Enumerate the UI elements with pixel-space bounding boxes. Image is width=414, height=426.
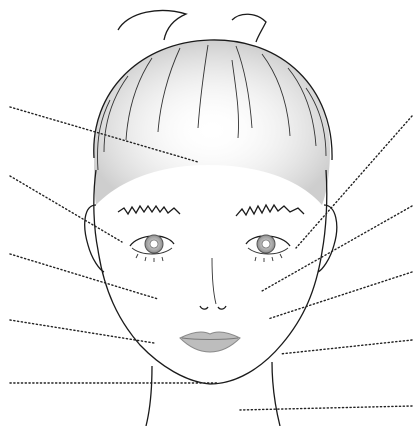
leader-line-cheek-lower-right: [268, 272, 412, 319]
leader-line-jaw-right: [280, 340, 412, 354]
leader-line-neck-right: [240, 406, 412, 410]
hair: [94, 40, 332, 205]
leader-line-cheek-upper-right: [262, 206, 412, 291]
leader-line-jaw-left: [10, 320, 154, 343]
right-eye: [246, 235, 290, 262]
hair-bun: [118, 11, 266, 42]
leader-line-cheek-left: [10, 254, 158, 299]
eyebrows: [118, 205, 304, 216]
left-eye: [130, 235, 174, 262]
lips: [180, 332, 240, 352]
nose: [200, 258, 226, 309]
